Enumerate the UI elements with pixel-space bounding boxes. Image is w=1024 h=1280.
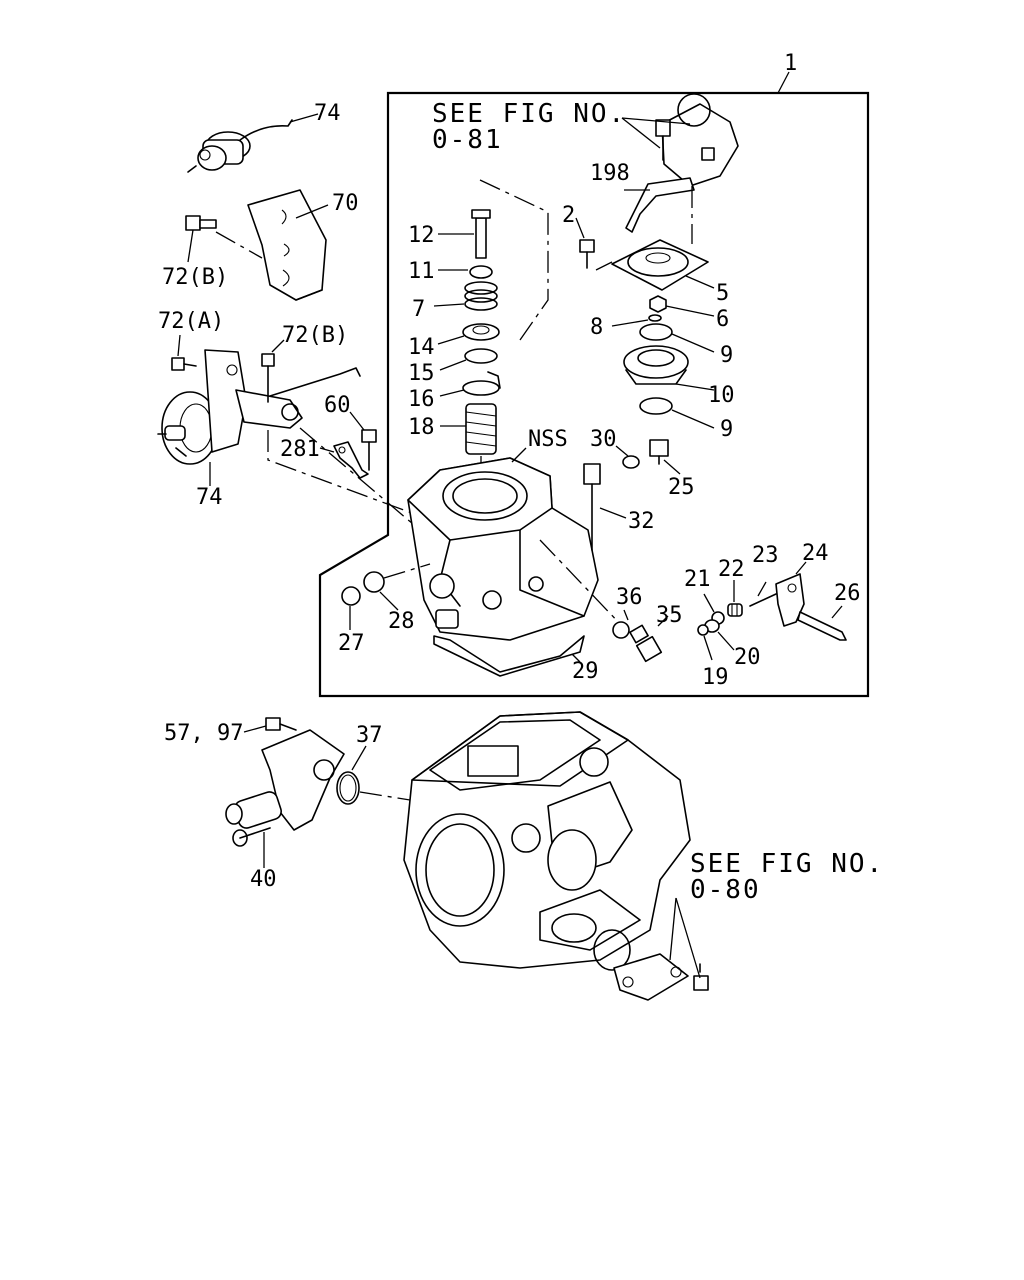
callout-40: 40 [250, 867, 277, 892]
callout-7: 7 [412, 297, 425, 322]
callout-21: 21 [684, 567, 711, 592]
retainer-16 [439, 371, 501, 397]
seal-28 [363, 571, 399, 611]
lever-281 [319, 441, 369, 479]
callout-26: 26 [834, 581, 861, 606]
callout-60: 60 [324, 393, 351, 418]
washer-9-upper [639, 323, 715, 353]
callout-28: 28 [388, 609, 415, 634]
callout-72b-upper: 72(B) [162, 265, 228, 290]
callout-20: 20 [734, 645, 761, 670]
callout-18: 18 [408, 415, 435, 440]
callout-72b-lower: 72(B) [282, 323, 348, 348]
washer-8 [611, 314, 662, 327]
callout-281: 281 [280, 437, 320, 462]
screw-35 [629, 615, 669, 663]
callout-2: 2 [562, 203, 575, 228]
callout-9-upper: 9 [720, 343, 733, 368]
governor-housing-nss [407, 447, 599, 677]
callout-70: 70 [332, 191, 359, 216]
callout-12: 12 [408, 223, 435, 248]
callout-15: 15 [408, 361, 435, 386]
spring-18 [440, 403, 497, 455]
valve-40 [225, 729, 345, 868]
shaft-12 [438, 209, 491, 259]
callout-14: 14 [408, 335, 435, 360]
actuator-74-upper [187, 113, 319, 173]
spring-22 [727, 580, 743, 617]
callout-1: 1 [784, 51, 797, 76]
screw-2 [575, 217, 595, 269]
seat-20 [704, 619, 735, 651]
callout-36: 36 [616, 585, 643, 610]
bracket-70 [247, 189, 329, 301]
bolt-72b-upper [185, 215, 263, 263]
bolt-72a [171, 334, 197, 371]
pin-23 [749, 581, 777, 607]
callout-25: 25 [668, 475, 695, 500]
callout-32: 32 [628, 509, 655, 534]
nut-6 [649, 295, 715, 317]
callout-29: 29 [572, 659, 599, 684]
reference-see-fig-081: SEE FIG NO. 0-81 [432, 99, 626, 155]
pump-body [403, 711, 709, 1001]
callout-35: 35 [656, 603, 683, 628]
bolt-57-97 [243, 717, 297, 733]
callout-5: 5 [716, 281, 729, 306]
o-ring-37 [336, 745, 411, 805]
reference-line-1: SEE FIG NO. [432, 99, 626, 129]
pin-26 [797, 605, 847, 641]
callout-74-lower: 74 [196, 485, 223, 510]
bolt-32 [583, 463, 627, 551]
reference-line-2: 0-81 [432, 125, 503, 155]
callout-22: 22 [718, 557, 745, 582]
actuator-74-lower [157, 349, 361, 486]
spring-7 [433, 281, 498, 311]
callout-6: 6 [716, 307, 729, 332]
diaphragm-10 [623, 345, 715, 391]
callout-nss: NSS [528, 427, 568, 452]
assembly-1-frame [318, 91, 870, 698]
washer-11 [438, 265, 493, 279]
reference-see-fig-080: SEE FIG NO. 0-80 [690, 849, 884, 905]
callout-24: 24 [802, 541, 829, 566]
ring-19 [697, 624, 713, 661]
lever-24 [775, 561, 807, 627]
plug-27 [341, 586, 361, 630]
seat-15 [439, 348, 498, 371]
callout-57-97: 57, 97 [164, 721, 243, 746]
callout-11: 11 [408, 259, 435, 284]
callout-198: 198 [590, 161, 630, 186]
callout-10: 10 [708, 383, 735, 408]
callout-74-upper: 74 [314, 101, 341, 126]
callout-72a: 72(A) [158, 309, 224, 334]
cover-5 [611, 239, 715, 291]
callout-8: 8 [590, 315, 603, 340]
callout-27: 27 [338, 631, 365, 656]
callout-23: 23 [752, 543, 779, 568]
screw-25 [649, 439, 681, 475]
reference-line-2: 0-80 [690, 875, 761, 905]
callout-16: 16 [408, 387, 435, 412]
bracket-198 [624, 177, 695, 233]
washer-36 [612, 609, 630, 639]
screw-60 [349, 411, 377, 471]
bolt-72b-lower [261, 339, 285, 403]
callout-30: 30 [590, 427, 617, 452]
callout-37: 37 [356, 723, 383, 748]
washer-9-lower [639, 397, 715, 429]
washer-30 [615, 445, 640, 469]
callout-9-lower: 9 [720, 417, 733, 442]
callout-19: 19 [702, 665, 729, 690]
reference-line-1: SEE FIG NO. [690, 849, 884, 879]
gear-14 [437, 323, 500, 345]
upper-housing-ref [621, 93, 739, 187]
